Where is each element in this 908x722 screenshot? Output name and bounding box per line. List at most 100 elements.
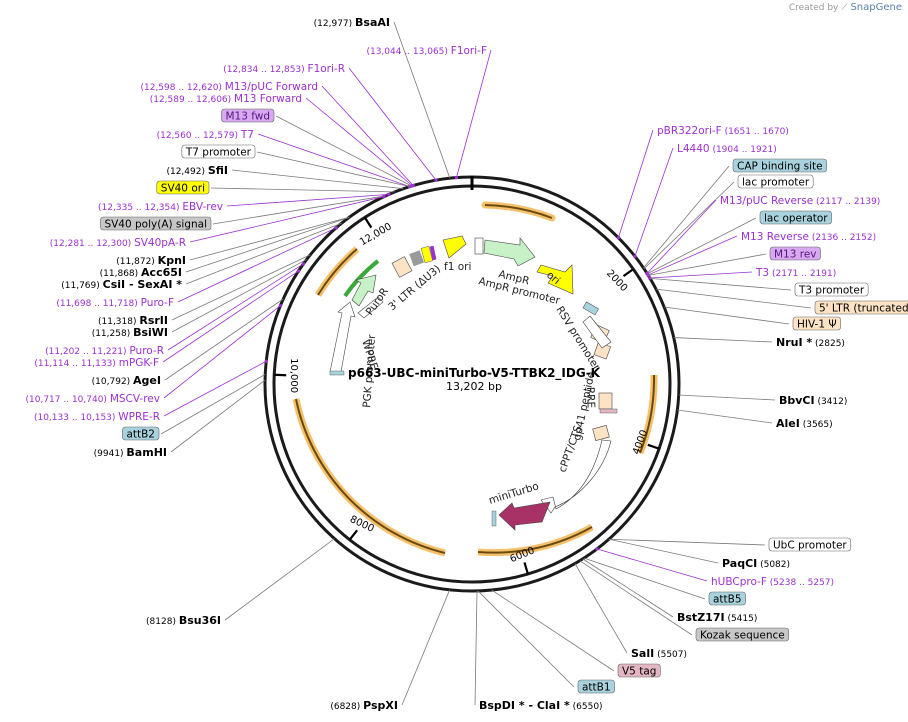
- feature-label[interactable]: T3 promoter: [794, 282, 869, 297]
- feature-label[interactable]: T7 promoter: [181, 144, 256, 159]
- enzyme-label[interactable]: AleI (3565): [776, 417, 833, 430]
- feature-label[interactable]: CAP binding site: [732, 158, 827, 173]
- enzyme-label[interactable]: (11,258) BsiWI: [92, 326, 168, 339]
- leader-line: [673, 337, 773, 343]
- leader-line: [393, 21, 451, 179]
- feature-label[interactable]: HIV-1 Ψ: [792, 316, 841, 331]
- primer-label[interactable]: T3 (2171 .. 2191): [755, 267, 836, 279]
- site-name: T7: [240, 129, 254, 141]
- enzyme-label[interactable]: BbvCI (3412): [779, 394, 847, 407]
- primer-label[interactable]: (11,114 .. 11,133) mPGK-F: [34, 357, 159, 369]
- feature-ampr-arrow[interactable]: [483, 237, 536, 267]
- primer-label[interactable]: pBR322ori-F (1651 .. 1670): [657, 125, 789, 137]
- primer-label[interactable]: (10,133 .. 10,153) WPRE-R: [34, 411, 160, 423]
- feature-wpre-arrow[interactable]: [329, 301, 356, 373]
- site-name: SalI: [631, 647, 654, 660]
- tick-2000: [622, 268, 634, 277]
- enzyme-label[interactable]: (12,492) SfiI: [166, 164, 228, 177]
- primer-label[interactable]: (10,717 .. 10,740) MSCV-rev: [26, 393, 161, 405]
- feature-ori-arrow[interactable]: [536, 264, 574, 295]
- primer-label[interactable]: (11,202 .. 11,221) Puro-R: [45, 345, 164, 357]
- feature-name: M13 rev: [774, 249, 817, 261]
- site-name: pBR322ori-F: [657, 125, 722, 137]
- enzyme-label[interactable]: BspDI * - ClaI * (6550): [479, 699, 603, 712]
- enzyme-label[interactable]: SalI (5507): [631, 647, 687, 660]
- svg-text:NruI * (2825): NruI * (2825): [776, 336, 845, 349]
- primer-label[interactable]: (12,589 .. 12,606) M13 Forward: [150, 93, 302, 105]
- primer-label[interactable]: M13 Reverse (2136 .. 2152): [741, 231, 876, 243]
- feature-label[interactable]: Kozak sequence: [695, 627, 790, 642]
- enzyme-label[interactable]: (10,792) AgeI: [92, 374, 161, 387]
- feature-box: [737, 174, 814, 189]
- primer-label[interactable]: hUBCpro-F (5238 .. 5257): [711, 576, 834, 588]
- coords-text: (12,589 .. 12,606): [150, 95, 234, 105]
- svg-text:(13,044 .. 13,065) F1ori-F: (13,044 .. 13,065) F1ori-F: [366, 45, 487, 57]
- feature-label[interactable]: SV40 poly(A) signal: [100, 216, 212, 231]
- leader-line: [185, 222, 342, 285]
- coords-text: (12,560 .. 12,579): [157, 131, 241, 141]
- feature-label[interactable]: attB1: [577, 679, 615, 694]
- primer-label[interactable]: (12,834 .. 12,853) F1ori-R: [223, 63, 345, 75]
- enzyme-label[interactable]: BstZ17I (5415): [677, 611, 757, 624]
- primer-label[interactable]: (12,281 .. 12,300) SV40pA-R: [50, 237, 186, 249]
- enzyme-label[interactable]: NruI * (2825): [776, 336, 845, 349]
- svg-text:SalI (5507): SalI (5507): [631, 647, 687, 660]
- coords-text: (11,698 .. 11,718): [56, 299, 140, 309]
- primer-label[interactable]: (12,560 .. 12,579) T7: [157, 129, 254, 141]
- site-name: NruI *: [776, 336, 812, 349]
- feature-label[interactable]: UbC promoter: [768, 537, 852, 552]
- coords-text: (2171 .. 2191): [769, 269, 836, 279]
- primer-label[interactable]: (12,335 .. 12,354) EBV-rev: [98, 201, 223, 213]
- primer-label[interactable]: (13,044 .. 13,065) F1ori-F: [366, 45, 487, 57]
- enzyme-label[interactable]: (11,318) RsrII: [98, 314, 168, 327]
- feature-box: [695, 627, 790, 642]
- svg-text:L4440 (1904 .. 1921): L4440 (1904 .. 1921): [677, 143, 777, 155]
- feature-label[interactable]: lac promoter: [737, 174, 814, 189]
- feature-puror-arrow[interactable]: [351, 274, 377, 307]
- site-name: Acc65I: [141, 266, 182, 279]
- feature-box: [221, 108, 275, 123]
- primer-mark: [297, 269, 301, 273]
- primer-label[interactable]: (12,598 .. 12,620) M13/pUC Forward: [140, 81, 318, 93]
- feature-label[interactable]: M13 rev: [769, 246, 821, 261]
- primer-label[interactable]: M13/pUC Reverse (2117 .. 2139): [720, 195, 880, 207]
- enzyme-label[interactable]: PaqCI (5082): [722, 557, 790, 570]
- enzyme-label[interactable]: (11,872) KpnI: [116, 254, 186, 267]
- leader-line: [189, 216, 350, 261]
- leader-line: [212, 195, 386, 225]
- primer-label[interactable]: (11,698 .. 11,718) Puro-F: [56, 297, 174, 309]
- coords-text: (12,598 .. 12,620): [140, 83, 224, 93]
- primer-label[interactable]: L4440 (1904 .. 1921): [677, 143, 777, 155]
- feature-label[interactable]: V5 tag: [617, 663, 661, 678]
- enzyme-label[interactable]: (8128) Bsu36I: [146, 614, 221, 627]
- site-name: BsiWI: [133, 326, 168, 339]
- feature-miniturbo-arrow[interactable]: [498, 501, 551, 531]
- feature-label[interactable]: 5' LTR (truncated): [814, 300, 908, 315]
- feature-f1-ori-arrow[interactable]: [442, 235, 467, 259]
- leader-line: [189, 196, 385, 243]
- feature-label[interactable]: lac operator: [759, 210, 832, 225]
- svg-text:(11,258) BsiWI: (11,258) BsiWI: [92, 326, 168, 339]
- feature-label[interactable]: SV40 ori: [156, 180, 210, 195]
- label-pgk-promoter: PGK promoter: [361, 333, 378, 408]
- enzyme-label[interactable]: (6828) PspXI: [330, 699, 398, 712]
- coords-text: (5507): [654, 650, 687, 660]
- inner-features[interactable]: [329, 235, 618, 531]
- feature-label[interactable]: attB2: [122, 426, 160, 441]
- svg-text:(11,114 .. 11,133) mPGK-F: (11,114 .. 11,133) mPGK-F: [34, 357, 159, 369]
- leader-line: [160, 373, 266, 435]
- primer-mark: [454, 176, 458, 180]
- enzyme-label[interactable]: (12,977) BsaAI: [314, 16, 390, 29]
- svg-text:T3 (2171 .. 2191): T3 (2171 .. 2191): [755, 267, 836, 279]
- leader-line: [649, 271, 753, 279]
- feature-label[interactable]: attB5: [708, 591, 746, 606]
- enzyme-label[interactable]: (11,769) CsiI - SexAI *: [61, 278, 182, 291]
- svg-text:BspDI * - ClaI * (6550): BspDI * - ClaI * (6550): [479, 699, 603, 712]
- feature-box: [577, 679, 615, 694]
- enzyme-label[interactable]: (11,868) Acc65I: [100, 266, 182, 279]
- enzyme-label[interactable]: (9941) BamHI: [94, 446, 167, 459]
- leader-line: [171, 259, 307, 333]
- feature-label[interactable]: M13 fwd: [221, 108, 275, 123]
- map-labels[interactable]: (12,977) BsaAI (13,044 .. 13,065) F1ori-F…: [26, 16, 908, 712]
